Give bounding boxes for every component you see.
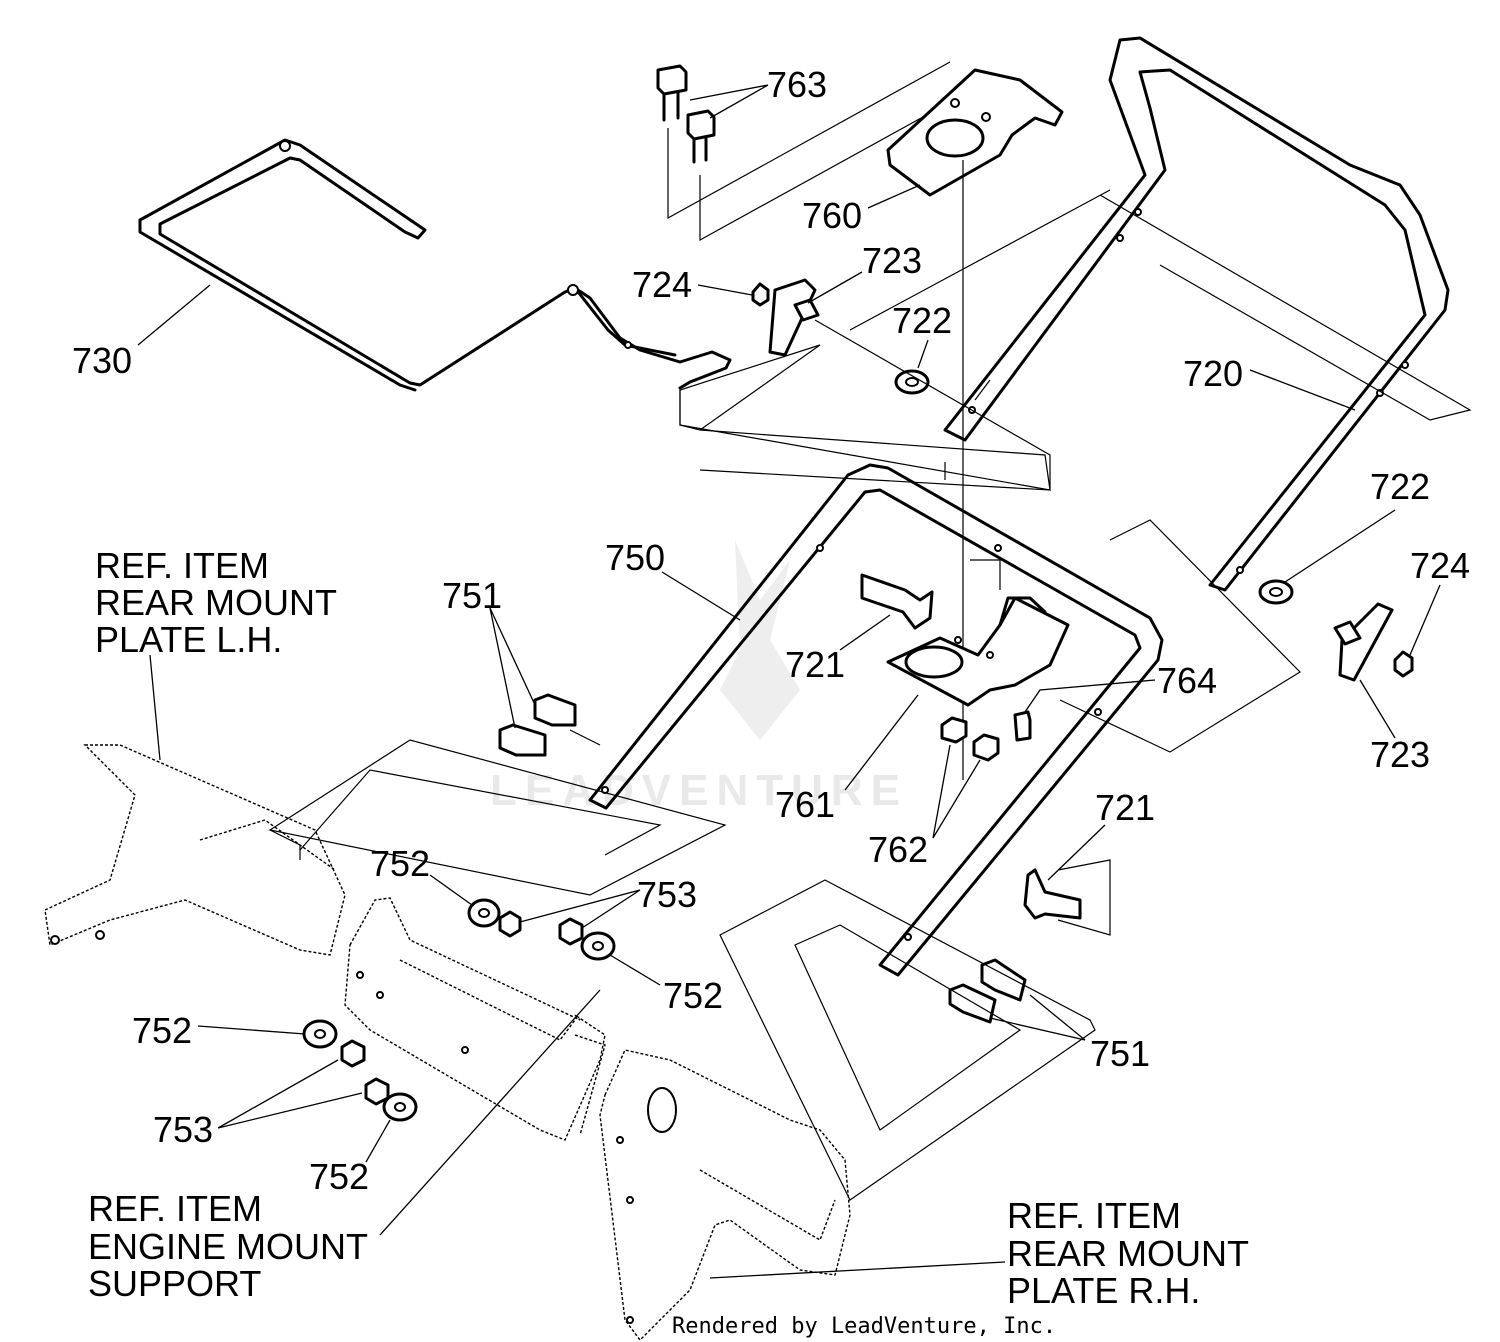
watermark-text: LEADVENTURE bbox=[490, 766, 908, 815]
part-720-handle bbox=[943, 36, 1472, 592]
ref-engine-line-2: ENGINE MOUNT bbox=[88, 1226, 368, 1267]
cut-planes bbox=[268, 344, 1096, 1201]
ref-lh-line-3: PLATE L.H. bbox=[95, 619, 282, 660]
callout-720: 720 bbox=[1183, 353, 1243, 394]
ref-lh-line-2: REAR MOUNT bbox=[95, 582, 337, 623]
part-751-bolts bbox=[498, 693, 1027, 1024]
callout-764: 764 bbox=[1157, 660, 1217, 701]
ref-rh-line-3: PLATE R.H. bbox=[1007, 1270, 1200, 1311]
callout-761: 761 bbox=[775, 784, 835, 825]
part-760-clamp bbox=[886, 68, 1064, 780]
callout-752-bottom: 752 bbox=[309, 1156, 369, 1197]
ref-label-lh: REF. ITEM REAR MOUNT PLATE L.H. bbox=[95, 545, 337, 660]
callout-724: 724 bbox=[632, 264, 692, 305]
callout-751: 751 bbox=[442, 575, 502, 616]
callout-762: 762 bbox=[868, 829, 928, 870]
ref-engine-line-1: REF. ITEM bbox=[88, 1188, 262, 1229]
callout-753: 753 bbox=[637, 874, 697, 915]
part-730-bail bbox=[138, 138, 732, 392]
ref-engine-mount-support bbox=[344, 897, 606, 1141]
part-764-762 bbox=[940, 710, 1032, 762]
ref-rear-mount-plate-lh bbox=[44, 744, 346, 956]
callout-722: 722 bbox=[892, 300, 952, 341]
credit-line: Rendered by LeadVenture, Inc. bbox=[672, 1314, 1056, 1339]
watermark: LEADVENTURE bbox=[490, 540, 908, 815]
part-hardware-left bbox=[679, 189, 1111, 491]
callout-752-left: 752 bbox=[132, 1010, 192, 1051]
part-hardware-right bbox=[1059, 519, 1414, 753]
callout-753-left: 753 bbox=[153, 1109, 213, 1150]
callout-721: 721 bbox=[785, 644, 845, 685]
callout-721-right: 721 bbox=[1095, 787, 1155, 828]
callout-730: 730 bbox=[72, 340, 132, 381]
ref-label-engine: REF. ITEM ENGINE MOUNT SUPPORT bbox=[88, 1188, 368, 1304]
ref-rear-mount-plate-rh bbox=[599, 1049, 851, 1342]
callout-722-right: 722 bbox=[1370, 466, 1430, 507]
callout-723-right: 723 bbox=[1370, 734, 1430, 775]
part-761-clamp bbox=[886, 596, 1070, 707]
callout-760: 760 bbox=[802, 195, 862, 236]
ref-rh-line-1: REF. ITEM bbox=[1007, 1195, 1181, 1236]
ref-rh-line-2: REAR MOUNT bbox=[1007, 1233, 1249, 1274]
callout-724-right: 724 bbox=[1410, 545, 1470, 586]
part-721-bolts bbox=[860, 573, 1111, 936]
part-750-handle bbox=[588, 429, 1164, 977]
callouts: 730 763 760 724 723 722 720 722 724 723 … bbox=[72, 64, 1470, 1197]
callout-763: 763 bbox=[767, 64, 827, 105]
part-763-bolts bbox=[656, 61, 991, 242]
ref-label-rh: REF. ITEM REAR MOUNT PLATE R.H. bbox=[1007, 1195, 1249, 1311]
ref-lh-line-1: REF. ITEM bbox=[95, 545, 269, 586]
callout-750: 750 bbox=[605, 537, 665, 578]
callout-751-right: 751 bbox=[1090, 1033, 1150, 1074]
part-752-753 bbox=[302, 898, 616, 1122]
callout-723: 723 bbox=[862, 240, 922, 281]
callout-752-right: 752 bbox=[663, 975, 723, 1016]
ref-engine-line-3: SUPPORT bbox=[88, 1263, 261, 1304]
callout-752: 752 bbox=[370, 843, 430, 884]
leader-lines bbox=[137, 84, 1441, 1279]
